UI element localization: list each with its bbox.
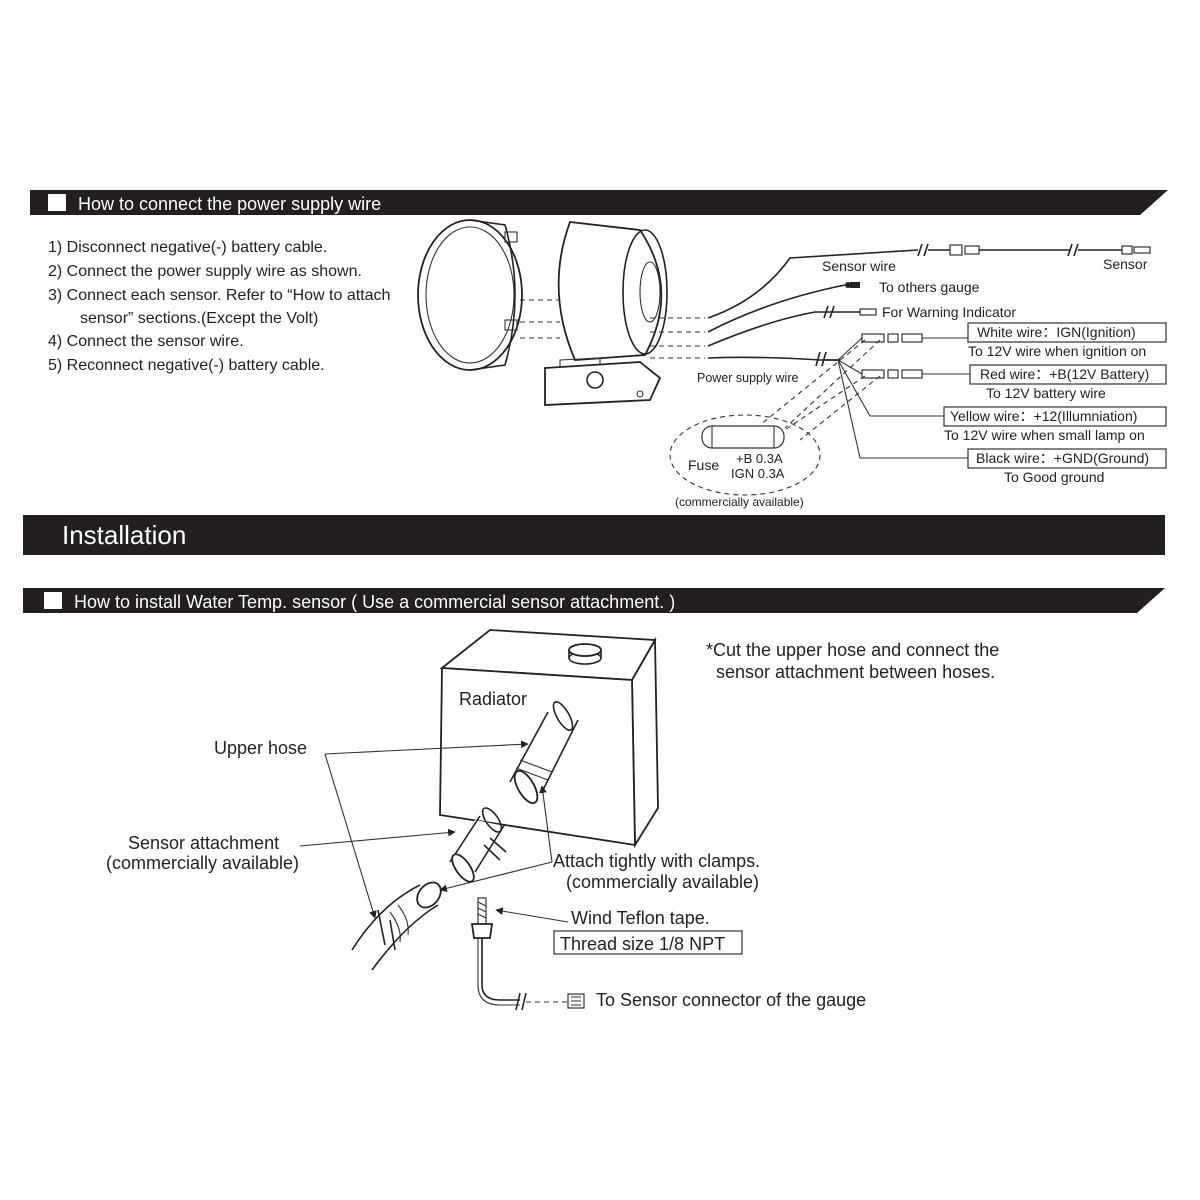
wire-spec-list: White wire：IGN(Ignition) To 12V wire whe… <box>943 322 1167 485</box>
step-2: 2) Connect the power supply wire as show… <box>48 263 362 280</box>
gauge-body-illustration <box>544 221 668 406</box>
yellow-wire-label: Yellow wire：+12(Illumniation) <box>950 408 1137 424</box>
upper-hose-pipe <box>500 701 580 804</box>
black-wire-box <box>967 448 1167 469</box>
fuse-label: Fuse <box>688 457 719 473</box>
callout-arrows <box>299 740 569 923</box>
sensor-attachment-note: (commercially available) <box>106 853 299 873</box>
sensor-attachment-label: Sensor attachment <box>128 833 279 853</box>
to-others-gauge-label: To others gauge <box>879 279 980 295</box>
step-4: 4) Connect the sensor wire. <box>48 333 244 350</box>
warning-indicator-label: For Warning Indicator <box>882 304 1016 320</box>
attach-clamps-note: (commercially available) <box>566 872 759 892</box>
thread-size-label: Thread size 1/8 NPT <box>560 934 725 954</box>
fuse-b-rating: +B 0.3A <box>736 451 783 466</box>
white-wire-desc: To 12V wire when ignition on <box>968 343 1146 359</box>
red-wire-box <box>969 364 1167 385</box>
step-1: 1) Disconnect negative(-) battery cable. <box>48 239 327 256</box>
yellow-wire-box <box>943 406 1167 427</box>
wind-teflon-label: Wind Teflon tape. <box>571 908 710 928</box>
power-steps: 1) Disconnect negative(-) battery cable.… <box>48 239 390 374</box>
installation-header: Installation <box>23 515 1165 555</box>
installation-title: Installation <box>62 520 186 550</box>
white-wire-label: White wire：IGN(Ignition) <box>977 324 1136 340</box>
sensor-wire-label: Sensor wire <box>822 258 896 274</box>
power-section-header: How to connect the power supply wire <box>30 190 1168 215</box>
sensor-attachment-pipe <box>448 807 507 883</box>
water-section-labels: Upper hose Sensor attachment (commercial… <box>106 738 866 1010</box>
attach-clamps-label: Attach tightly with clamps. <box>553 851 760 871</box>
sensor-wire-labels: Sensor wire Sensor To others gauge For W… <box>697 256 1148 385</box>
red-wire-label: Red wire：+B(12V Battery) <box>980 366 1149 382</box>
note-line-2: sensor attachment between hoses. <box>716 662 995 682</box>
fuse-note: (commercially available) <box>675 495 804 509</box>
water-section-title: How to install Water Temp. sensor ( Use … <box>74 592 675 612</box>
thread-size-box <box>553 930 743 955</box>
red-wire-desc: To 12V battery wire <box>986 385 1106 401</box>
lower-hose-pipe <box>351 881 442 971</box>
temp-sensor-illustration <box>470 897 585 1011</box>
wire-branches <box>759 333 970 459</box>
header-square-icon-2 <box>44 592 62 609</box>
gauge-dashed-connections <box>520 299 705 359</box>
sensor-connector-label: To Sensor connector of the gauge <box>596 990 866 1010</box>
fuse-icon <box>701 425 785 449</box>
yellow-wire-desc: To 12V wire when small lamp on <box>944 427 1145 443</box>
fuse-callout: Fuse +B 0.3A IGN 0.3A (commercially avai… <box>669 414 821 509</box>
power-supply-wire-label: Power supply wire <box>697 371 798 385</box>
power-section-title: How to connect the power supply wire <box>78 194 381 214</box>
water-section-header: How to install Water Temp. sensor ( Use … <box>23 588 1165 613</box>
note-line-1: *Cut the upper hose and connect the <box>706 640 999 660</box>
radiator-label: Radiator <box>459 689 527 709</box>
header-square-icon <box>48 194 66 211</box>
gauge-wires <box>707 243 1151 367</box>
step-3: 3) Connect each sensor. Refer to “How to… <box>48 287 390 304</box>
sensor-label: Sensor <box>1103 256 1148 272</box>
black-wire-label: Black wire：+GND(Ground) <box>976 450 1149 466</box>
cut-hose-note: *Cut the upper hose and connect the sens… <box>706 640 999 682</box>
step-5: 5) Reconnect negative(-) battery cable. <box>48 357 325 374</box>
gauge-front-illustration <box>417 219 523 371</box>
fuse-ign-rating: IGN 0.3A <box>731 466 785 481</box>
upper-hose-label: Upper hose <box>214 738 307 758</box>
step-3-cont: sensor” sections.(Except the Volt) <box>80 310 318 327</box>
black-wire-desc: To Good ground <box>1004 469 1104 485</box>
white-wire-box <box>967 322 1167 343</box>
